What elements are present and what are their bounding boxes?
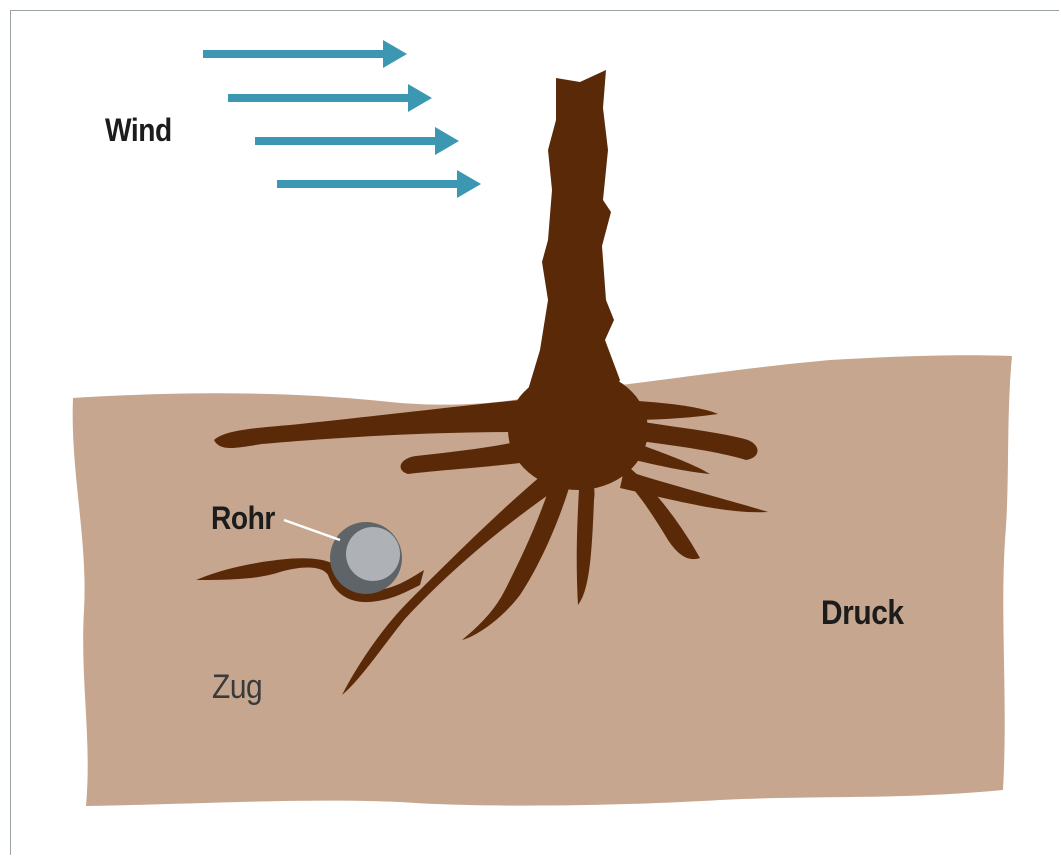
tree-trunk — [528, 70, 620, 420]
wind-arrow-icon — [255, 127, 459, 155]
wind-label: Wind — [105, 112, 172, 149]
wind-arrow-icon — [228, 84, 432, 112]
wind-arrows — [203, 40, 481, 198]
pipe-cross-section-icon — [330, 522, 402, 594]
wind-arrow-icon — [277, 170, 481, 198]
wind-arrow-icon — [203, 40, 407, 68]
pipe-label: Rohr — [211, 500, 275, 537]
tension-label: Zug — [212, 668, 262, 707]
pressure-label: Druck — [821, 594, 904, 633]
